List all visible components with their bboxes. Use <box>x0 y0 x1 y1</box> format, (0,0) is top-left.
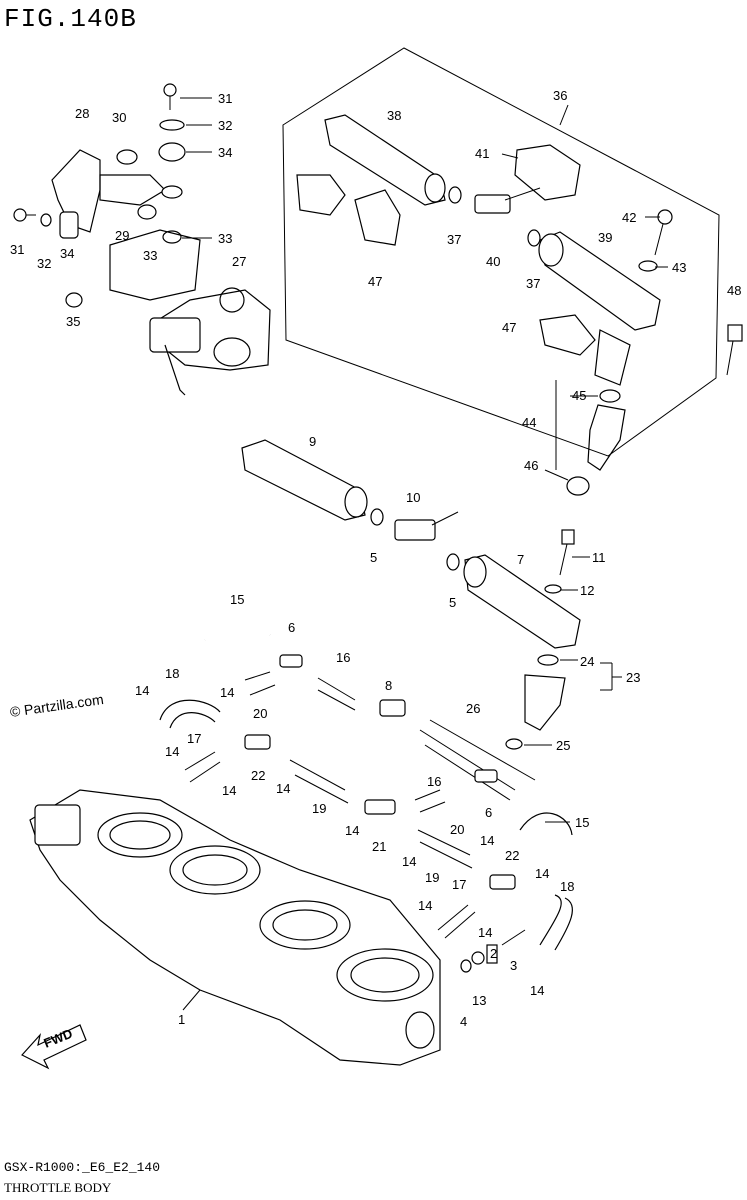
figure-title: FIG.140B <box>4 4 137 34</box>
bracket-group <box>13 83 201 308</box>
callout-5: 5 <box>449 595 456 610</box>
callout-15: 15 <box>230 592 244 607</box>
bolt-42 <box>638 209 673 272</box>
callout-41: 41 <box>475 146 489 161</box>
callout-16: 16 <box>427 774 441 789</box>
callout-31: 31 <box>10 242 24 257</box>
callout-33: 33 <box>143 248 157 263</box>
callout-37: 37 <box>526 276 540 291</box>
fuel-rail-38 <box>296 114 446 246</box>
callout-15: 15 <box>575 815 589 830</box>
figure-code: GSX-R1000:_E6_E2_140 <box>4 1160 161 1175</box>
callout-4: 4 <box>460 1014 467 1029</box>
callout-25: 25 <box>556 738 570 753</box>
assembly-box-36 <box>282 47 720 457</box>
callout-40: 40 <box>486 254 500 269</box>
callout-14: 14 <box>276 781 290 796</box>
callout-14: 14 <box>480 833 494 848</box>
callout-18: 18 <box>560 879 574 894</box>
throttle-body-1 <box>29 789 441 1066</box>
callout-14: 14 <box>478 925 492 940</box>
callout-30: 30 <box>112 110 126 125</box>
callout-29: 29 <box>115 228 129 243</box>
hose-set <box>159 622 574 973</box>
callout-22: 22 <box>251 768 265 783</box>
fuel-joint-10 <box>394 511 460 571</box>
injector-23 <box>505 654 566 750</box>
callout-22: 22 <box>505 848 519 863</box>
callout-9: 9 <box>309 434 316 449</box>
callout-48: 48 <box>727 283 741 298</box>
callout-45: 45 <box>572 388 586 403</box>
callout-14: 14 <box>535 866 549 881</box>
callout-39: 39 <box>598 230 612 245</box>
callout-10: 10 <box>406 490 420 505</box>
fuel-rail-7 <box>463 554 581 649</box>
bolt-48 <box>726 324 743 376</box>
callout-14: 14 <box>135 683 149 698</box>
callout-36: 36 <box>553 88 567 103</box>
callout-32: 32 <box>37 256 51 271</box>
callout-33: 33 <box>218 231 232 246</box>
callout-5: 5 <box>370 550 377 565</box>
callout-24: 24 <box>580 654 594 669</box>
callout-23: 23 <box>626 670 640 685</box>
callout-14: 14 <box>418 898 432 913</box>
callout-14: 14 <box>530 983 544 998</box>
fwd-arrow-icon: FWD <box>21 1024 87 1070</box>
callout-20: 20 <box>450 822 464 837</box>
callout-8: 8 <box>385 678 392 693</box>
figure-caption: THROTTLE BODY <box>4 1180 112 1195</box>
callout-38: 38 <box>387 108 401 123</box>
callout-21: 21 <box>372 839 386 854</box>
fuel-joint-40 <box>448 186 541 247</box>
callout-47: 47 <box>502 320 516 335</box>
callout-14: 14 <box>402 854 416 869</box>
callout-34: 34 <box>60 246 74 261</box>
callout-14: 14 <box>165 744 179 759</box>
callout-6: 6 <box>485 805 492 820</box>
callout-17: 17 <box>452 877 466 892</box>
callout-1: 1 <box>178 1012 185 1027</box>
callout-47: 47 <box>368 274 382 289</box>
callout-7: 7 <box>517 552 524 567</box>
callout-34: 34 <box>218 145 232 160</box>
callout-14: 14 <box>220 685 234 700</box>
callout-11: 11 <box>592 550 606 565</box>
callout-32: 32 <box>218 118 232 133</box>
callout-20: 20 <box>253 706 267 721</box>
callout-13: 13 <box>472 993 486 1008</box>
callout-43: 43 <box>672 260 686 275</box>
callout-42: 42 <box>622 210 636 225</box>
bolt-11 <box>544 529 575 594</box>
callout-26: 26 <box>466 701 480 716</box>
callout-16: 16 <box>336 650 350 665</box>
callout-19: 19 <box>425 870 439 885</box>
fuel-clip-41 <box>514 144 581 201</box>
callout-2: 2 <box>490 946 497 961</box>
callout-6: 6 <box>288 620 295 635</box>
callout-46: 46 <box>524 458 538 473</box>
fuel-rail-39 <box>538 231 661 386</box>
callout-35: 35 <box>66 314 80 329</box>
injector-44 <box>555 380 626 496</box>
callout-31: 31 <box>218 91 232 106</box>
callout-14: 14 <box>345 823 359 838</box>
callout-18: 18 <box>165 666 179 681</box>
callout-labels: 31 32 34 28 30 31 32 34 29 33 33 27 35 3… <box>10 88 741 1029</box>
callout-17: 17 <box>187 731 201 746</box>
fuel-rail-9 <box>241 439 384 526</box>
callout-28: 28 <box>75 106 89 121</box>
callout-19: 19 <box>312 801 326 816</box>
callout-27: 27 <box>232 254 246 269</box>
callout-14: 14 <box>222 783 236 798</box>
leader-lines <box>26 97 668 1011</box>
callout-12: 12 <box>580 583 594 598</box>
part-27-sensor <box>149 287 271 396</box>
callout-44: 44 <box>522 415 536 430</box>
callout-3: 3 <box>510 958 517 973</box>
callout-37: 37 <box>447 232 461 247</box>
